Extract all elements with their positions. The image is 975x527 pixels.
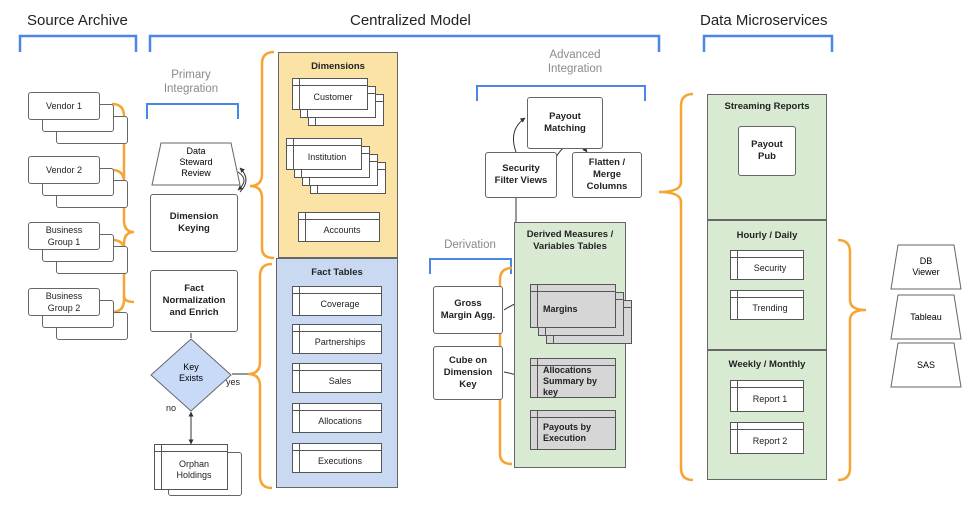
orphan-holdings-label: Orphan Holdings bbox=[176, 459, 212, 480]
payout-pub-box: Payout Pub bbox=[738, 126, 796, 176]
fact-table-allocations: Allocations bbox=[292, 403, 382, 433]
arrow-steward-keying bbox=[237, 171, 245, 191]
fact-tables-title: Fact Tables bbox=[311, 267, 363, 278]
brace-dimensions bbox=[249, 50, 275, 260]
hourly-daily-title: Hourly / Daily bbox=[736, 230, 798, 241]
consumer-1: DB Viewer bbox=[890, 244, 962, 290]
source-box: Vendor 1 bbox=[28, 92, 100, 120]
fact-table-executions-label: Executions bbox=[317, 455, 363, 466]
key-exists-decision: Key Exists bbox=[150, 338, 232, 412]
consumer-shape bbox=[890, 342, 962, 388]
orphan-holdings-box: Orphan Holdings bbox=[154, 444, 228, 490]
bracket-data-microservices bbox=[702, 34, 834, 52]
header-source-archive: Source Archive bbox=[27, 12, 128, 29]
yes-label: yes bbox=[226, 377, 241, 387]
report-trending-label: Trending bbox=[752, 302, 788, 313]
report-2: Report 2 bbox=[730, 422, 804, 454]
dimension-keying-box: Dimension Keying bbox=[150, 194, 238, 252]
payout-matching-box: Payout Matching bbox=[527, 97, 603, 149]
consumer-label: Tableau bbox=[910, 311, 942, 322]
report-2-label: Report 2 bbox=[752, 435, 788, 446]
derived-measures-title: Derived Measures / Variables Tables bbox=[526, 229, 614, 252]
data-steward-review-box: Data Steward Review bbox=[151, 142, 241, 186]
fact-table-partnerships: Partnerships bbox=[292, 324, 382, 354]
fact-table-coverage: Coverage bbox=[292, 286, 382, 316]
derived-allocations-summary: Allocations Summary by key bbox=[530, 358, 616, 398]
derived-payouts-by-execution-label: Payouts by Execution bbox=[543, 422, 592, 443]
report-1-label: Report 1 bbox=[752, 393, 788, 404]
bracket-advanced-integration bbox=[476, 85, 646, 101]
derived-margins-label: Margins bbox=[543, 303, 578, 314]
report-security-label: Security bbox=[753, 262, 787, 273]
brace-consumers bbox=[837, 238, 867, 482]
fact-table-allocations-label: Allocations bbox=[318, 415, 362, 426]
key-exists-label: Key Exists bbox=[178, 362, 203, 383]
bracket-centralized-model bbox=[148, 34, 661, 52]
consumer-label: SAS bbox=[916, 359, 935, 370]
brace-sources-inner-3 bbox=[122, 295, 135, 304]
fact-table-partnerships-label: Partnerships bbox=[314, 336, 366, 347]
fact-table-executions: Executions bbox=[292, 443, 382, 473]
derived-allocations-summary-label: Allocations Summary by key bbox=[543, 364, 598, 397]
brace-facts bbox=[247, 262, 273, 490]
dimension-institution-label: Institution bbox=[307, 151, 347, 162]
source-box: Vendor 2 bbox=[28, 156, 100, 184]
consumer-shape bbox=[890, 294, 962, 340]
flatten-merge-box: Flatten / Merge Columns bbox=[572, 152, 642, 198]
fact-table-sales-label: Sales bbox=[328, 375, 352, 386]
derived-payouts-by-execution: Payouts by Execution bbox=[530, 410, 616, 450]
fact-normalization-box: Fact Normalization and Enrich bbox=[150, 270, 238, 332]
header-centralized-model: Centralized Model bbox=[350, 12, 471, 29]
source-box: Business Group 2 bbox=[28, 288, 100, 316]
consumer-3: SAS bbox=[890, 342, 962, 388]
streaming-reports-title: Streaming Reports bbox=[724, 101, 810, 112]
hourly-daily-panel: Hourly / Daily bbox=[707, 220, 827, 350]
bracket-source-archive bbox=[18, 34, 138, 52]
gross-margin-box: Gross Margin Agg. bbox=[433, 286, 503, 334]
subheader-derivation: Derivation bbox=[444, 239, 496, 251]
weekly-monthly-title: Weekly / Monthly bbox=[728, 359, 806, 370]
derived-margins: Margins bbox=[530, 284, 616, 328]
subheader-advanced-integration: Advanced Integration bbox=[547, 49, 603, 75]
no-label: no bbox=[166, 403, 177, 413]
header-data-microservices: Data Microservices bbox=[700, 12, 828, 29]
security-filter-views-box: Security Filter Views bbox=[485, 152, 557, 198]
report-1: Report 1 bbox=[730, 380, 804, 412]
arrow-keying-steward bbox=[239, 167, 247, 193]
brace-sources bbox=[111, 102, 135, 314]
source-box: Business Group 1 bbox=[28, 222, 100, 250]
cube-on-dimension-box: Cube on Dimension Key bbox=[433, 346, 503, 400]
dimension-accounts: Accounts bbox=[298, 212, 380, 242]
consumer-shape bbox=[890, 244, 962, 290]
dimension-institution: Institution bbox=[286, 138, 362, 170]
data-steward-review-label: Data Steward Review bbox=[179, 146, 213, 178]
report-trending: Trending bbox=[730, 290, 804, 320]
report-security: Security bbox=[730, 250, 804, 280]
consumer-label: DB Viewer bbox=[912, 256, 940, 277]
trapezoid-shape bbox=[151, 142, 241, 186]
fact-table-coverage-label: Coverage bbox=[320, 298, 360, 309]
weekly-monthly-panel: Weekly / Monthly bbox=[707, 350, 827, 480]
bracket-derivation bbox=[429, 258, 512, 274]
subheader-primary-integration: Primary Integration bbox=[163, 69, 219, 95]
dimension-customer-label: Customer bbox=[313, 91, 353, 102]
dimension-accounts-label: Accounts bbox=[323, 224, 361, 235]
consumer-2: Tableau bbox=[890, 294, 962, 340]
bracket-primary-integration bbox=[146, 103, 239, 119]
fact-table-sales: Sales bbox=[292, 363, 382, 393]
dimension-customer: Customer bbox=[292, 78, 368, 110]
arrow-security-to-payout bbox=[513, 117, 526, 153]
dimensions-title: Dimensions bbox=[311, 61, 365, 72]
diamond-shape bbox=[150, 338, 232, 412]
brace-microservices bbox=[658, 92, 694, 482]
